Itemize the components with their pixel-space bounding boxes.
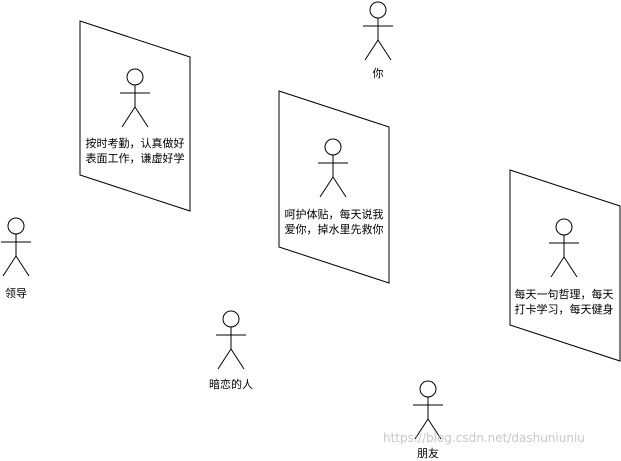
frame-1-line-1: 按时考勤，认真做好 (85, 137, 185, 150)
frame-1-text: 按时考勤，认真做好 表面工作，谦虚好学 (80, 136, 190, 166)
actor-you-label: 你 (372, 67, 384, 80)
frame-2-line-1: 呵护体贴，每天说我 (284, 208, 384, 221)
frame-2-line-2: 爱你，掉水里先救你 (284, 223, 384, 236)
frame-2-parallelogram (278, 90, 390, 284)
frame-3-line-1: 每天一句哲理，每天 (514, 288, 614, 301)
actor-you-figure (363, 1, 393, 61)
frame-1-parallelogram (79, 20, 191, 212)
frame-1-line-2: 表面工作，谦虚好学 (85, 152, 185, 165)
watermark: https://blog.csdn.net/dashuniuniu (383, 431, 585, 445)
actor-friend-label: 朋友 (417, 447, 439, 460)
actor-crush-label: 暗恋的人 (209, 378, 253, 391)
actor-leader-figure (1, 217, 31, 277)
actor-friend-figure (413, 380, 443, 440)
frame-3-parallelogram (509, 169, 621, 362)
actor-crush-figure (216, 310, 246, 370)
frame-3-figure (549, 218, 579, 278)
frame-2-text: 呵护体贴，每天说我 爱你，掉水里先救你 (279, 207, 389, 237)
frame-2-figure (318, 138, 348, 198)
frame-3-text: 每天一句哲理，每天 打卡学习，每天健身 (506, 287, 621, 317)
frame-1-figure (120, 68, 150, 128)
frame-3-line-2: 打卡学习，每天健身 (514, 303, 614, 316)
actor-leader-label: 领导 (5, 287, 27, 300)
